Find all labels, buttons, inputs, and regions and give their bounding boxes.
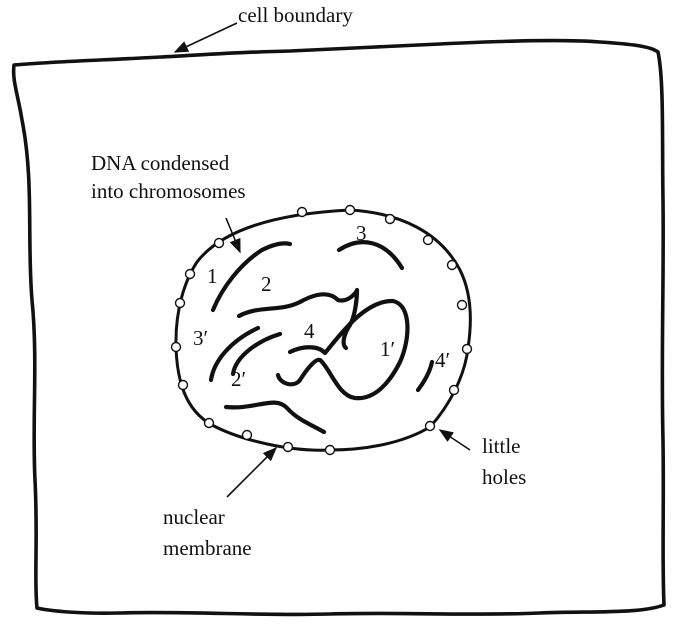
- little-holes-label-line2: holes: [482, 465, 526, 489]
- nuclear-membrane-label-line2: membrane: [163, 536, 252, 560]
- pore: [463, 345, 472, 354]
- pore: [386, 215, 395, 224]
- pore: [424, 236, 433, 245]
- chromosome-label-1p: 1′: [380, 337, 395, 361]
- little-holes-arrow: [440, 430, 470, 450]
- pore: [172, 343, 181, 352]
- chromosome-label-3: 3: [356, 221, 367, 245]
- pore: [458, 301, 467, 310]
- chromosomes: [211, 242, 432, 432]
- pore: [186, 270, 195, 279]
- pore: [179, 381, 188, 390]
- cell-boundary: [14, 41, 664, 615]
- pore: [215, 239, 224, 248]
- little-holes: [172, 206, 472, 455]
- chromosome-label-4p: 4′: [435, 348, 450, 372]
- chromosome-1p: [418, 362, 432, 390]
- chromosome-1: [213, 243, 290, 310]
- pore: [284, 443, 293, 452]
- pore: [448, 261, 457, 270]
- nuclear-membrane-label-line1: nuclear: [163, 505, 225, 529]
- chromosome-label-1: 1: [207, 264, 218, 288]
- chromosome-label-2p: 2′: [231, 367, 246, 391]
- chromosome-2p: [226, 403, 324, 432]
- pore: [450, 386, 459, 395]
- pore: [426, 422, 435, 431]
- cell-boundary-label: cell boundary: [238, 3, 353, 27]
- little-holes-label-line1: little: [482, 434, 521, 458]
- nuclear-membrane-arrow: [227, 448, 276, 497]
- pore: [176, 299, 185, 308]
- chromosome-label-4: 4: [304, 319, 315, 343]
- dna-label-line2: into chromosomes: [91, 179, 246, 203]
- pore: [205, 419, 214, 428]
- pore: [346, 206, 355, 215]
- chromosome-label-3p: 3′: [193, 326, 208, 350]
- pore: [243, 431, 252, 440]
- chromosome-2: [239, 290, 357, 348]
- pore: [298, 208, 307, 217]
- dna-label-line1: DNA condensed: [91, 151, 230, 175]
- pore: [326, 446, 335, 455]
- chromosome-3: [339, 242, 402, 268]
- chromosome-label-2: 2: [261, 272, 272, 296]
- cell-boundary-arrow: [175, 23, 237, 52]
